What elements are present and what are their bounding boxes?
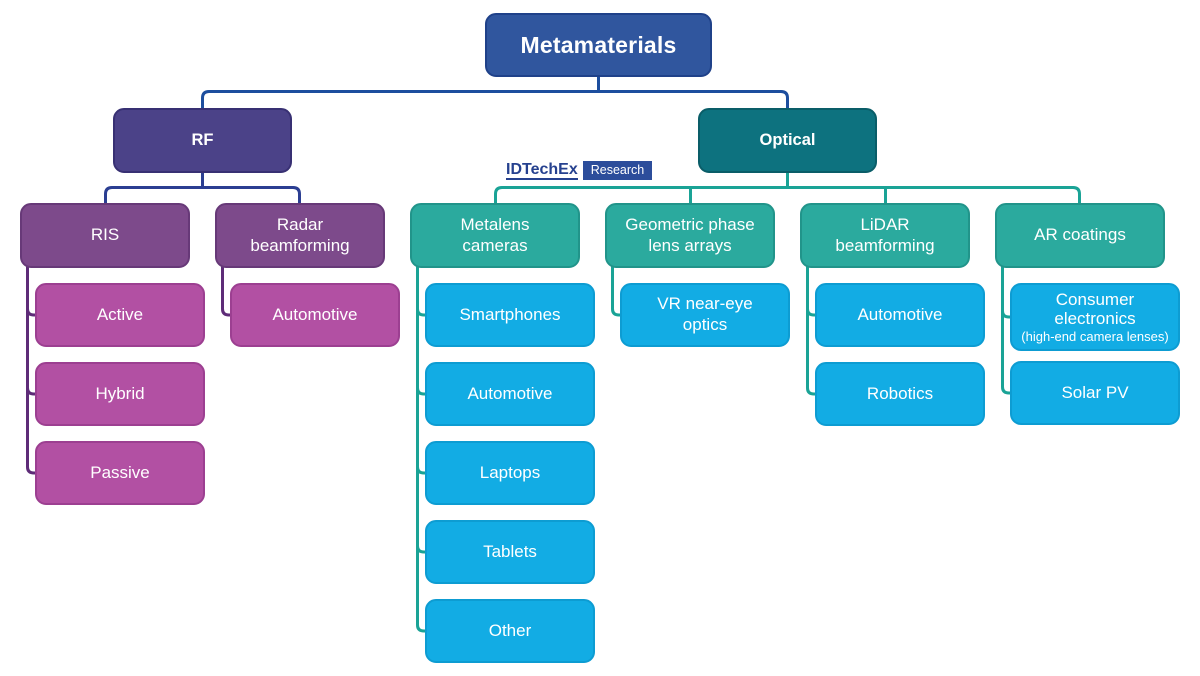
connector-radar-automotive	[221, 266, 232, 317]
node-label: RIS	[90, 225, 120, 245]
node-lidar-beamforming: LiDAR beamforming	[800, 203, 970, 268]
connector-optical-branches	[494, 186, 1081, 203]
logo-badge-text: Research	[582, 161, 653, 180]
node-label: VR near-eye	[657, 294, 753, 314]
node-label: Optical	[759, 131, 816, 150]
node-smartphones: Smartphones	[425, 283, 595, 347]
node-label: LiDAR	[860, 214, 910, 234]
node-label: Tablets	[483, 541, 537, 561]
node-label: Consumer	[1055, 289, 1135, 309]
node-active: Active	[35, 283, 205, 347]
logo-brand-text: IDTechEx	[506, 161, 578, 181]
node-label: Automotive	[272, 304, 358, 324]
node-label: Metalens	[460, 214, 530, 234]
connector-geometric-vr	[611, 266, 622, 317]
node-solar-pv: Solar PV	[1010, 361, 1180, 425]
node-robotics: Robotics	[815, 362, 985, 426]
node-automotive-metalens: Automotive	[425, 362, 595, 426]
node-other: Other	[425, 599, 595, 663]
idtechex-logo: IDTechEx Research	[506, 160, 653, 181]
node-rf: RF	[113, 108, 292, 173]
node-label: Passive	[90, 462, 150, 482]
node-label: Smartphones	[459, 304, 561, 324]
node-ar-coatings: AR coatings	[995, 203, 1165, 268]
node-label: Radar	[276, 214, 324, 234]
node-geometric-phase-lens-arrays: Geometric phase lens arrays	[605, 203, 775, 268]
node-label: Active	[96, 304, 144, 324]
node-ris: RIS	[20, 203, 190, 268]
node-automotive-radar: Automotive	[230, 283, 400, 347]
node-label: beamforming	[835, 235, 935, 255]
node-label: Solar PV	[1061, 382, 1129, 402]
node-label: cameras	[462, 235, 528, 255]
node-label: RF	[191, 131, 214, 150]
connector-metalens-other	[416, 266, 427, 633]
node-tablets: Tablets	[425, 520, 595, 584]
node-consumer-electronics: Consumer electronics (high-end camera le…	[1010, 283, 1180, 351]
node-automotive-lidar: Automotive	[815, 283, 985, 347]
node-label: optics	[682, 315, 728, 334]
node-label: Automotive	[467, 383, 553, 403]
node-sublabel: (high-end camera lenses)	[1021, 328, 1169, 344]
node-optical: Optical	[698, 108, 877, 173]
node-laptops: Laptops	[425, 441, 595, 505]
node-metamaterials: Metamaterials	[485, 13, 712, 77]
connector-rf-branches	[104, 186, 301, 203]
node-label: electronics	[1054, 309, 1136, 329]
node-metalens-cameras: Metalens cameras	[410, 203, 580, 268]
node-label: Metamaterials	[520, 31, 677, 58]
node-label: Hybrid	[95, 383, 145, 403]
node-label: Laptops	[479, 462, 541, 482]
node-label: lens arrays	[648, 235, 732, 255]
node-radar-beamforming: Radar beamforming	[215, 203, 385, 268]
node-hybrid: Hybrid	[35, 362, 205, 426]
node-passive: Passive	[35, 441, 205, 505]
connector-lidar-robotics	[806, 266, 817, 396]
node-label: beamforming	[250, 235, 350, 255]
node-label: Geometric phase	[625, 214, 755, 234]
node-label: Automotive	[857, 304, 943, 324]
node-label: Robotics	[866, 383, 934, 403]
connector-ar-solar	[1001, 266, 1012, 395]
node-label: AR coatings	[1034, 225, 1126, 245]
node-vr-near-eye-optics: VR near-eye optics	[620, 283, 790, 347]
connector-ris-passive	[26, 266, 37, 475]
node-label: Other	[488, 620, 532, 640]
connector-root-branches	[201, 90, 789, 108]
